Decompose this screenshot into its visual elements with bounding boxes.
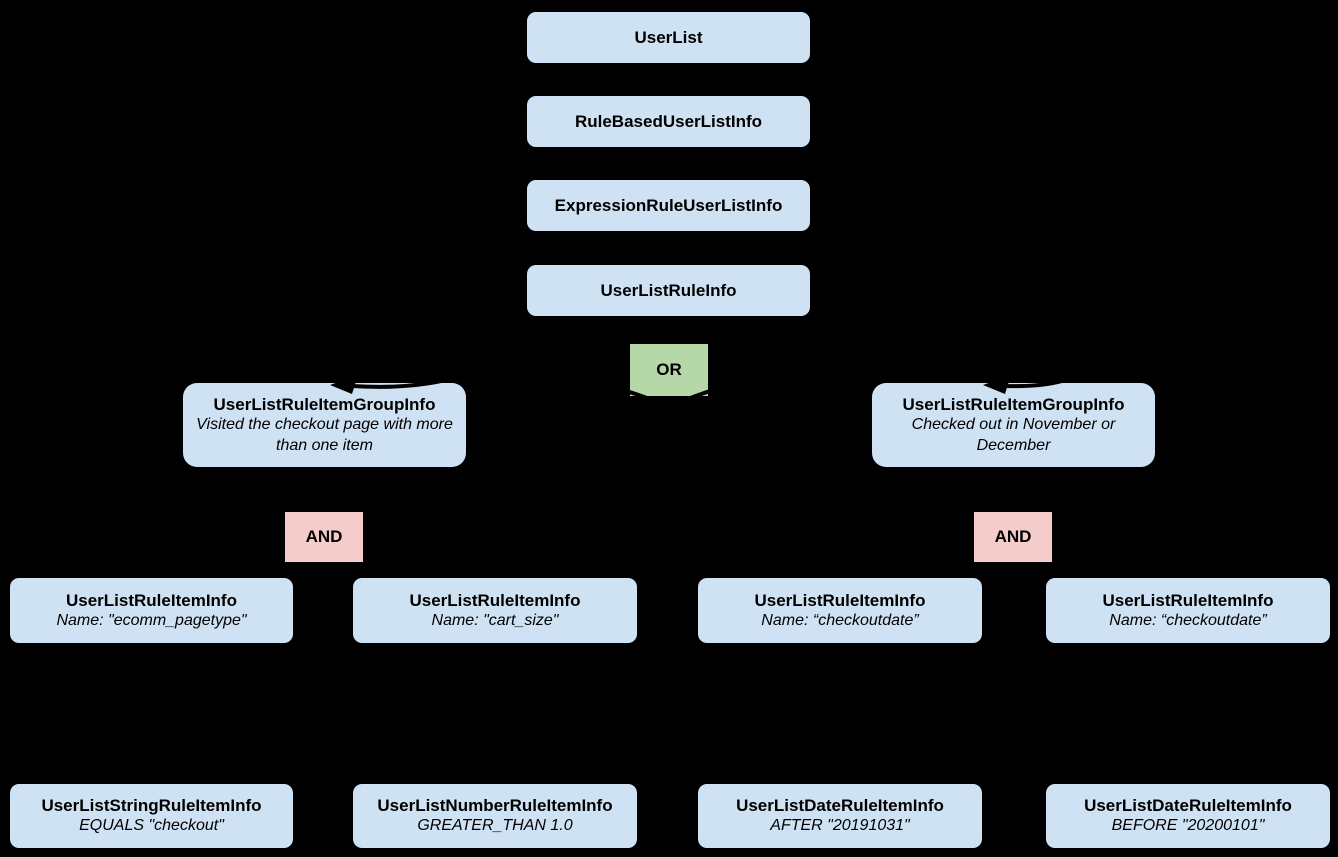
- class-box-expressionruleuserlistinfo-label: ExpressionRuleUserListInfo: [554, 195, 783, 215]
- class-box-expressionruleuserlistinfo: ExpressionRuleUserListInfo: [527, 180, 810, 231]
- class-box-userlistruleinfo-label: UserListRuleInfo: [600, 280, 737, 300]
- and-operator-left-label: AND: [305, 527, 343, 547]
- rule-item-checkoutdate-1-label: UserListRuleItemInfo: [754, 590, 926, 610]
- and-operator-right-label: AND: [994, 527, 1032, 547]
- or-operator-box: OR: [630, 344, 708, 396]
- leaf-number-rule-item-label: UserListNumberRuleItemInfo: [377, 796, 613, 816]
- class-box-userlistruleinfo: UserListRuleInfo: [527, 265, 810, 316]
- rule-item-cart-size-name: Name: "cart_size": [431, 611, 559, 629]
- rule-item-ecomm-pagetype-label: UserListRuleItemInfo: [66, 590, 237, 610]
- rule-item-checkoutdate-2-label: UserListRuleItemInfo: [1102, 590, 1274, 610]
- rule-item-ecomm-pagetype-name: Name: "ecomm_pagetype": [56, 611, 247, 629]
- leaf-box-string-rule-item: UserListStringRuleItemInfo EQUALS "check…: [10, 784, 293, 848]
- leaf-string-rule-item-label: UserListStringRuleItemInfo: [41, 796, 262, 816]
- group-box-checkout-page: UserListRuleItemGroupInfo Visited the ch…: [183, 383, 466, 467]
- rule-item-cart-size-label: UserListRuleItemInfo: [409, 590, 581, 610]
- group-box-checkout-page-label: UserListRuleItemGroupInfo: [213, 394, 436, 414]
- rule-item-box-cart-size: UserListRuleItemInfo Name: "cart_size": [353, 578, 637, 643]
- class-box-userlist: UserList: [527, 12, 810, 63]
- leaf-date-rule-item-before-operation: BEFORE "20200101": [1111, 817, 1265, 835]
- class-box-userlist-label: UserList: [634, 27, 703, 47]
- leaf-box-date-rule-item-before: UserListDateRuleItemInfo BEFORE "2020010…: [1046, 784, 1330, 848]
- rule-item-box-ecomm-pagetype: UserListRuleItemInfo Name: "ecomm_pagety…: [10, 578, 293, 643]
- leaf-date-rule-item-after-label: UserListDateRuleItemInfo: [736, 796, 944, 816]
- group-box-checked-out-nov-dec-description: Checked out in November or December: [911, 416, 1116, 454]
- leaf-number-rule-item-operation: GREATER_THAN 1.0: [417, 817, 573, 835]
- class-box-rulebaseduserlistinfo-label: RuleBasedUserListInfo: [574, 111, 763, 131]
- class-box-rulebaseduserlistinfo: RuleBasedUserListInfo: [527, 96, 810, 147]
- leaf-box-date-rule-item-after: UserListDateRuleItemInfo AFTER "20191031…: [698, 784, 982, 848]
- leaf-string-rule-item-operation: EQUALS "checkout": [79, 817, 224, 835]
- and-operator-box-right: AND: [974, 512, 1052, 562]
- rule-item-box-checkoutdate-1: UserListRuleItemInfo Name: “checkoutdate…: [698, 578, 982, 643]
- or-operator-label: OR: [656, 360, 682, 380]
- leaf-date-rule-item-before-label: UserListDateRuleItemInfo: [1084, 796, 1292, 816]
- leaf-date-rule-item-after-operation: AFTER "20191031": [770, 817, 910, 835]
- group-box-checked-out-nov-dec: UserListRuleItemGroupInfo Checked out in…: [872, 383, 1155, 467]
- rule-item-checkoutdate-1-name: Name: “checkoutdate”: [761, 611, 919, 629]
- leaf-box-number-rule-item: UserListNumberRuleItemInfo GREATER_THAN …: [353, 784, 637, 848]
- group-box-checked-out-nov-dec-label: UserListRuleItemGroupInfo: [902, 394, 1125, 414]
- rule-item-checkoutdate-2-name: Name: “checkoutdate”: [1109, 611, 1267, 629]
- group-box-checkout-page-description: Visited the checkout page with more than…: [196, 416, 453, 454]
- and-operator-box-left: AND: [285, 512, 363, 562]
- rule-item-box-checkoutdate-2: UserListRuleItemInfo Name: “checkoutdate…: [1046, 578, 1330, 643]
